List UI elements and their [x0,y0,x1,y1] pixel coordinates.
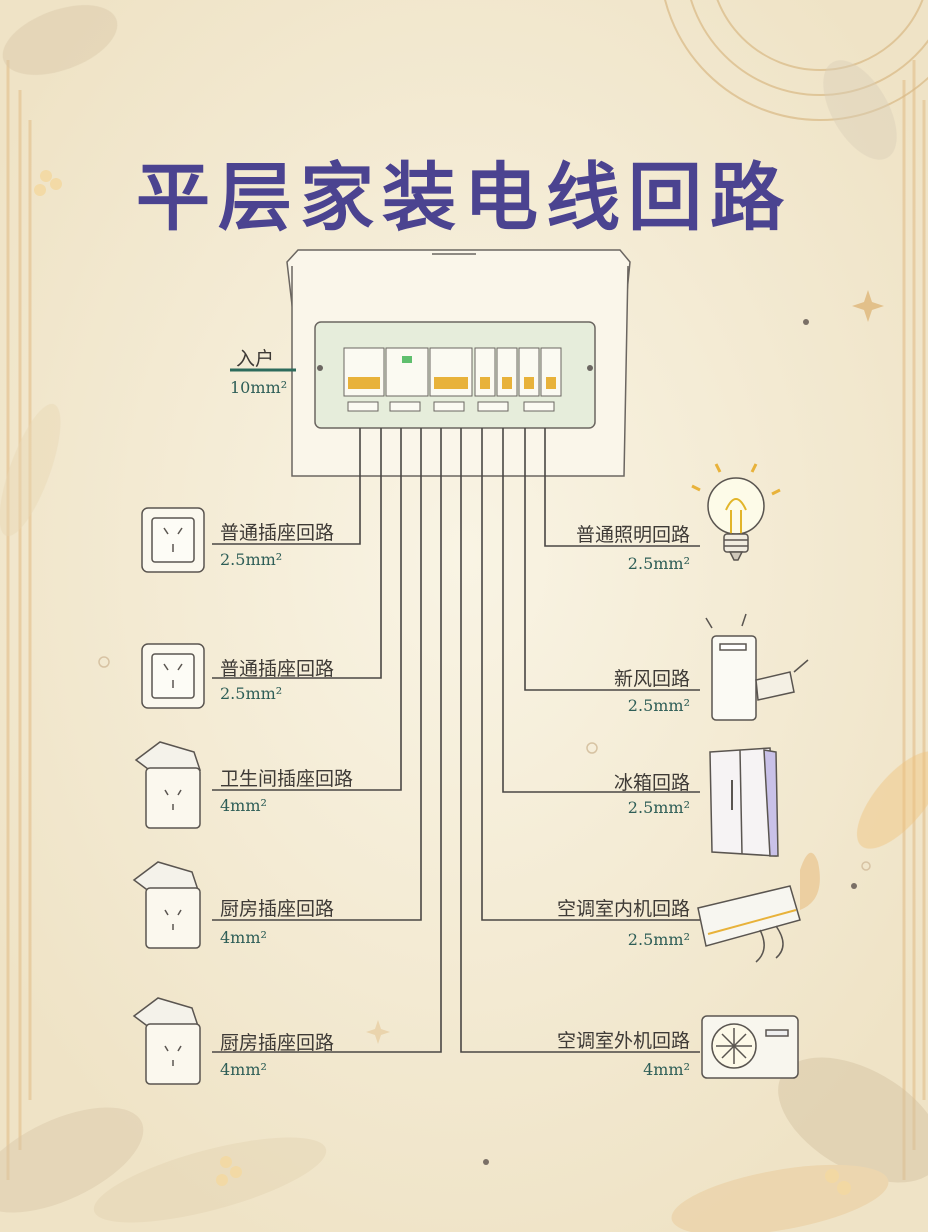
wire-left-1 [212,428,361,545]
wire-left-4 [212,428,422,921]
right-circuit-spec: 2.5mm² [627,798,690,817]
right-circuit-label: 空调室内机回路 [556,898,690,920]
ac-outdoor-unit-icon [701,1015,799,1079]
wire-right-1 [544,428,700,547]
wire-left-3 [212,428,402,791]
fresh-air-unit-icon [705,613,809,721]
left-circuit-spec: 2.5mm² [220,684,283,703]
socket-icon [141,507,205,573]
splashproof-socket-icon [132,997,201,1085]
incoming-spec: 10mm² [230,378,288,397]
circuit-wires [212,428,700,1053]
splashproof-socket-icon [134,741,202,829]
flower-decoration [34,170,851,1195]
left-border-decoration [6,60,32,1180]
wire-left-2 [212,428,382,679]
splashproof-socket-icon [132,861,201,949]
right-circuit-spec: 2.5mm² [627,930,690,949]
left-circuit-label: 普通插座回路 [220,658,335,680]
right-circuit-label: 普通照明回路 [575,524,690,546]
wire-right-4 [481,428,700,921]
incoming-label: 入户 [236,348,275,370]
wire-right-2 [524,428,700,691]
right-border-decoration [902,60,926,1180]
bubble-decoration [98,656,871,871]
left-circuit-spec: 4mm² [220,928,267,947]
left-circuit-label: 普通插座回路 [220,522,335,544]
right-circuit-spec: 2.5mm² [627,696,690,715]
ac-indoor-unit-icon [697,852,820,963]
right-circuit-label: 新风回路 [613,668,690,690]
refrigerator-icon [709,747,779,857]
right-circuit-spec: 2.5mm² [627,554,690,573]
left-circuit-spec: 4mm² [220,1060,267,1079]
socket-icon [141,643,205,709]
right-circuit-label: 冰箱回路 [613,772,690,794]
wire-right-5 [460,428,700,1053]
page-title: 平层家装电线回路 [136,155,792,241]
left-circuit-label: 厨房插座回路 [220,898,335,920]
left-circuit-spec: 4mm² [220,796,267,815]
light-bulb-icon [691,463,781,561]
wire-left-5 [212,428,442,1053]
breaker-panel [314,321,596,429]
arc-decoration [664,0,928,121]
right-circuit-spec: 4mm² [643,1060,690,1079]
left-circuit-label: 厨房插座回路 [220,1032,335,1054]
left-circuit-spec: 2.5mm² [220,550,283,569]
dot-decoration [483,319,857,1165]
right-circuit-label: 空调室外机回路 [556,1030,690,1052]
left-circuit-label: 卫生间插座回路 [220,768,354,790]
wire-right-3 [502,428,700,793]
